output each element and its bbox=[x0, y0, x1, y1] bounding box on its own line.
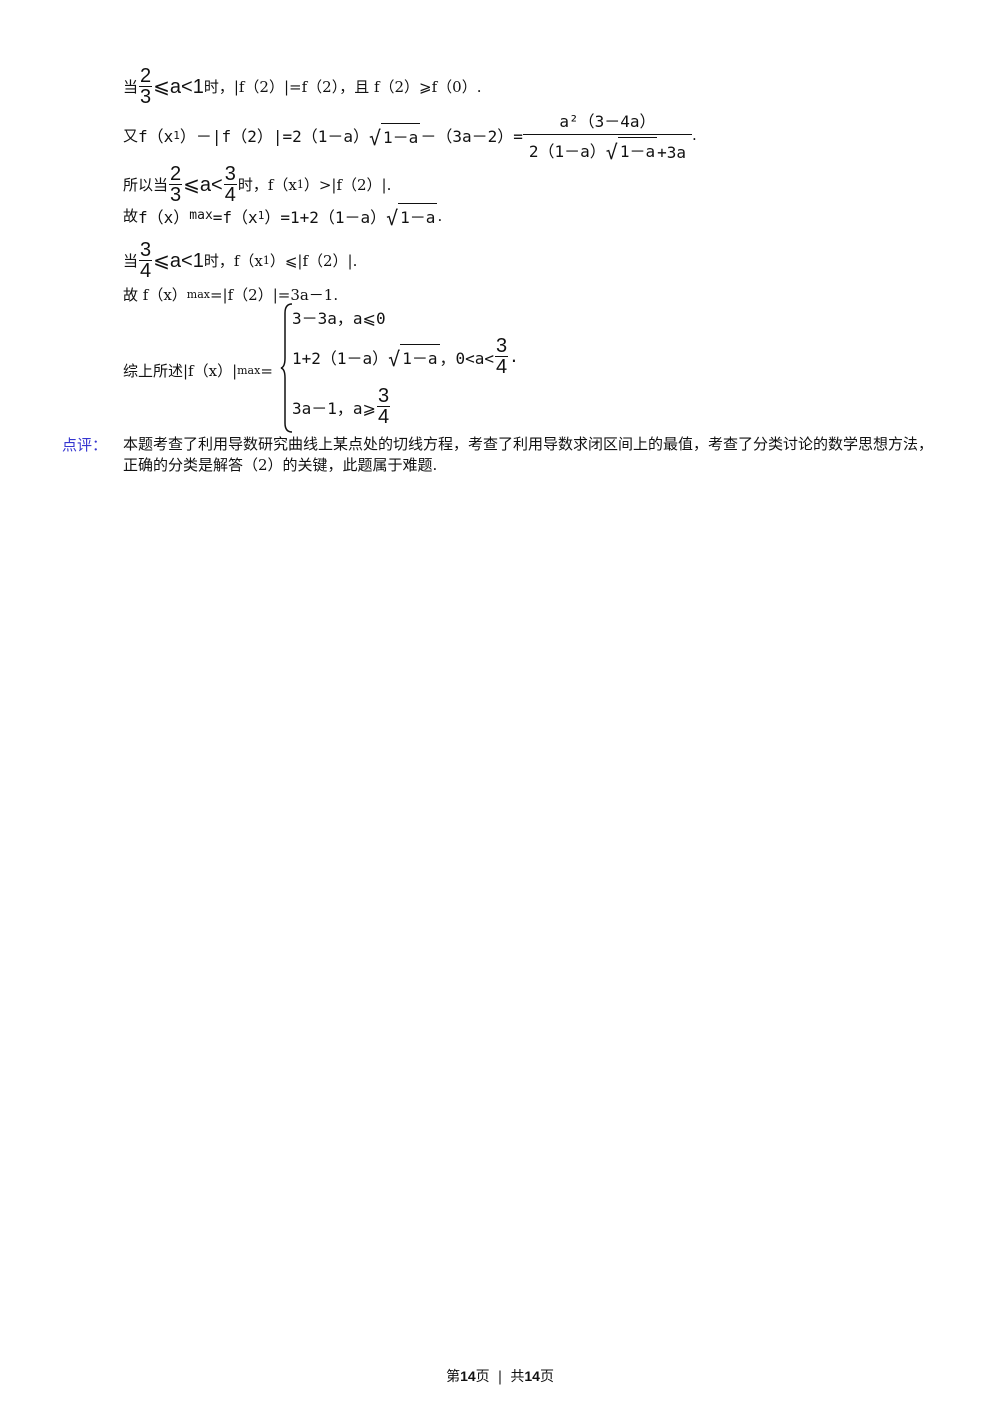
text: 时，|f（2）|=f（2），且 f（2）⩾f（0）. bbox=[203, 78, 482, 96]
square-root: √1－a bbox=[369, 122, 421, 150]
numerator: 3 bbox=[224, 163, 236, 185]
subscript: 1 bbox=[173, 128, 180, 142]
text: 时，f（x bbox=[237, 176, 297, 194]
expr: －（3a－2）= bbox=[420, 127, 523, 146]
text: 当 bbox=[123, 78, 139, 96]
denominator-part: 2（1－a） bbox=[528, 142, 606, 161]
denominator: 4 bbox=[495, 356, 509, 378]
case-expression: 3a－1，a⩾ bbox=[292, 398, 376, 418]
case-expression: 1+2（1－a） bbox=[292, 348, 389, 368]
left-brace bbox=[280, 303, 293, 433]
solution-line-6: 故 f（x）max=|f（2）|=3a－1. bbox=[123, 284, 338, 305]
text: = bbox=[260, 361, 273, 380]
radicand: 1－a bbox=[617, 137, 658, 162]
denominator: 3 bbox=[169, 184, 183, 206]
total-suffix: 页 bbox=[539, 1369, 554, 1385]
subscript: 1 bbox=[296, 178, 304, 191]
text: ）>|f（2）|. bbox=[303, 176, 392, 194]
radicand: 1－a bbox=[400, 344, 440, 369]
expr: f（x） bbox=[138, 207, 190, 227]
page-footer: 第14页|共14页 bbox=[0, 1366, 1000, 1386]
review-label: 点评： bbox=[62, 436, 108, 454]
subscript: 1 bbox=[257, 209, 265, 222]
square-root: √1－a bbox=[388, 344, 440, 371]
subscript: max bbox=[237, 364, 261, 377]
numerator: 2 bbox=[140, 65, 152, 87]
denominator: 2（1－a） √1－a +3a bbox=[522, 134, 693, 164]
numerator: 2 bbox=[170, 163, 182, 185]
review-text: 本题考查了利用导数研究曲线上某点处的切线方程，考查了利用导数求闭区间上的最值，考… bbox=[123, 435, 934, 474]
expr: ）－|f（2）|=2（1－a） bbox=[179, 127, 369, 146]
text: . bbox=[509, 347, 519, 366]
relation: ⩽a<1 bbox=[153, 76, 204, 98]
case-1: 3－3a，a⩽0 bbox=[292, 305, 386, 329]
page-prefix: 第 bbox=[446, 1369, 461, 1385]
numerator: 3 bbox=[496, 335, 508, 357]
square-root: √1－a bbox=[386, 203, 438, 230]
page-number: 14 bbox=[460, 1368, 476, 1384]
denominator: 4 bbox=[223, 184, 237, 206]
total-prefix: 共 bbox=[510, 1369, 525, 1385]
page-suffix: 页 bbox=[475, 1369, 490, 1385]
expr: f（x bbox=[138, 127, 174, 146]
expr: ）=1+2（1－a） bbox=[264, 207, 387, 227]
text: 又 bbox=[123, 126, 139, 145]
text: 综上所述|f（x）| bbox=[123, 362, 238, 380]
subscript: max bbox=[189, 208, 213, 223]
numerator: 3 bbox=[377, 385, 390, 407]
summary-label: 综上所述|f（x）|max= bbox=[123, 360, 273, 381]
numerator: 3 bbox=[140, 239, 152, 261]
expr: =f（x bbox=[212, 207, 258, 227]
text: =|f（2）|=3a－1. bbox=[209, 286, 339, 304]
radicand: 1－a bbox=[381, 122, 421, 148]
denominator: 4 bbox=[376, 406, 391, 428]
radical-sign: √ bbox=[386, 206, 399, 230]
radicand: 1－a bbox=[398, 203, 438, 228]
text: . bbox=[692, 126, 697, 144]
subscript: max bbox=[186, 288, 210, 301]
square-root: √1－a bbox=[605, 137, 658, 164]
relation: ⩽a< bbox=[183, 174, 223, 196]
total-pages: 14 bbox=[524, 1368, 540, 1384]
subscript: 1 bbox=[262, 254, 270, 267]
text: 故 f（x） bbox=[123, 286, 187, 304]
text: 所以当 bbox=[123, 176, 169, 194]
fraction: a²（3－4a） 2（1－a） √1－a +3a bbox=[522, 108, 693, 164]
radical-sign: √ bbox=[605, 140, 618, 164]
denominator: 4 bbox=[139, 260, 153, 282]
relation: ⩽a<1 bbox=[153, 250, 204, 272]
case-expression: ，0<a< bbox=[439, 348, 495, 368]
text: 时，f（x bbox=[203, 252, 263, 270]
text: 当 bbox=[123, 252, 139, 270]
footer-divider: | bbox=[497, 1369, 503, 1385]
numerator: a²（3－4a） bbox=[559, 112, 656, 131]
radical-sign: √ bbox=[369, 125, 382, 150]
text: ）⩽|f（2）|. bbox=[269, 252, 358, 270]
denominator: 3 bbox=[139, 86, 153, 108]
radical-sign: √ bbox=[388, 347, 401, 371]
case-expression: 3－3a，a⩽0 bbox=[292, 309, 386, 328]
text: . bbox=[437, 206, 443, 225]
text: 故 bbox=[123, 207, 139, 225]
denominator-part: +3a bbox=[657, 143, 687, 162]
